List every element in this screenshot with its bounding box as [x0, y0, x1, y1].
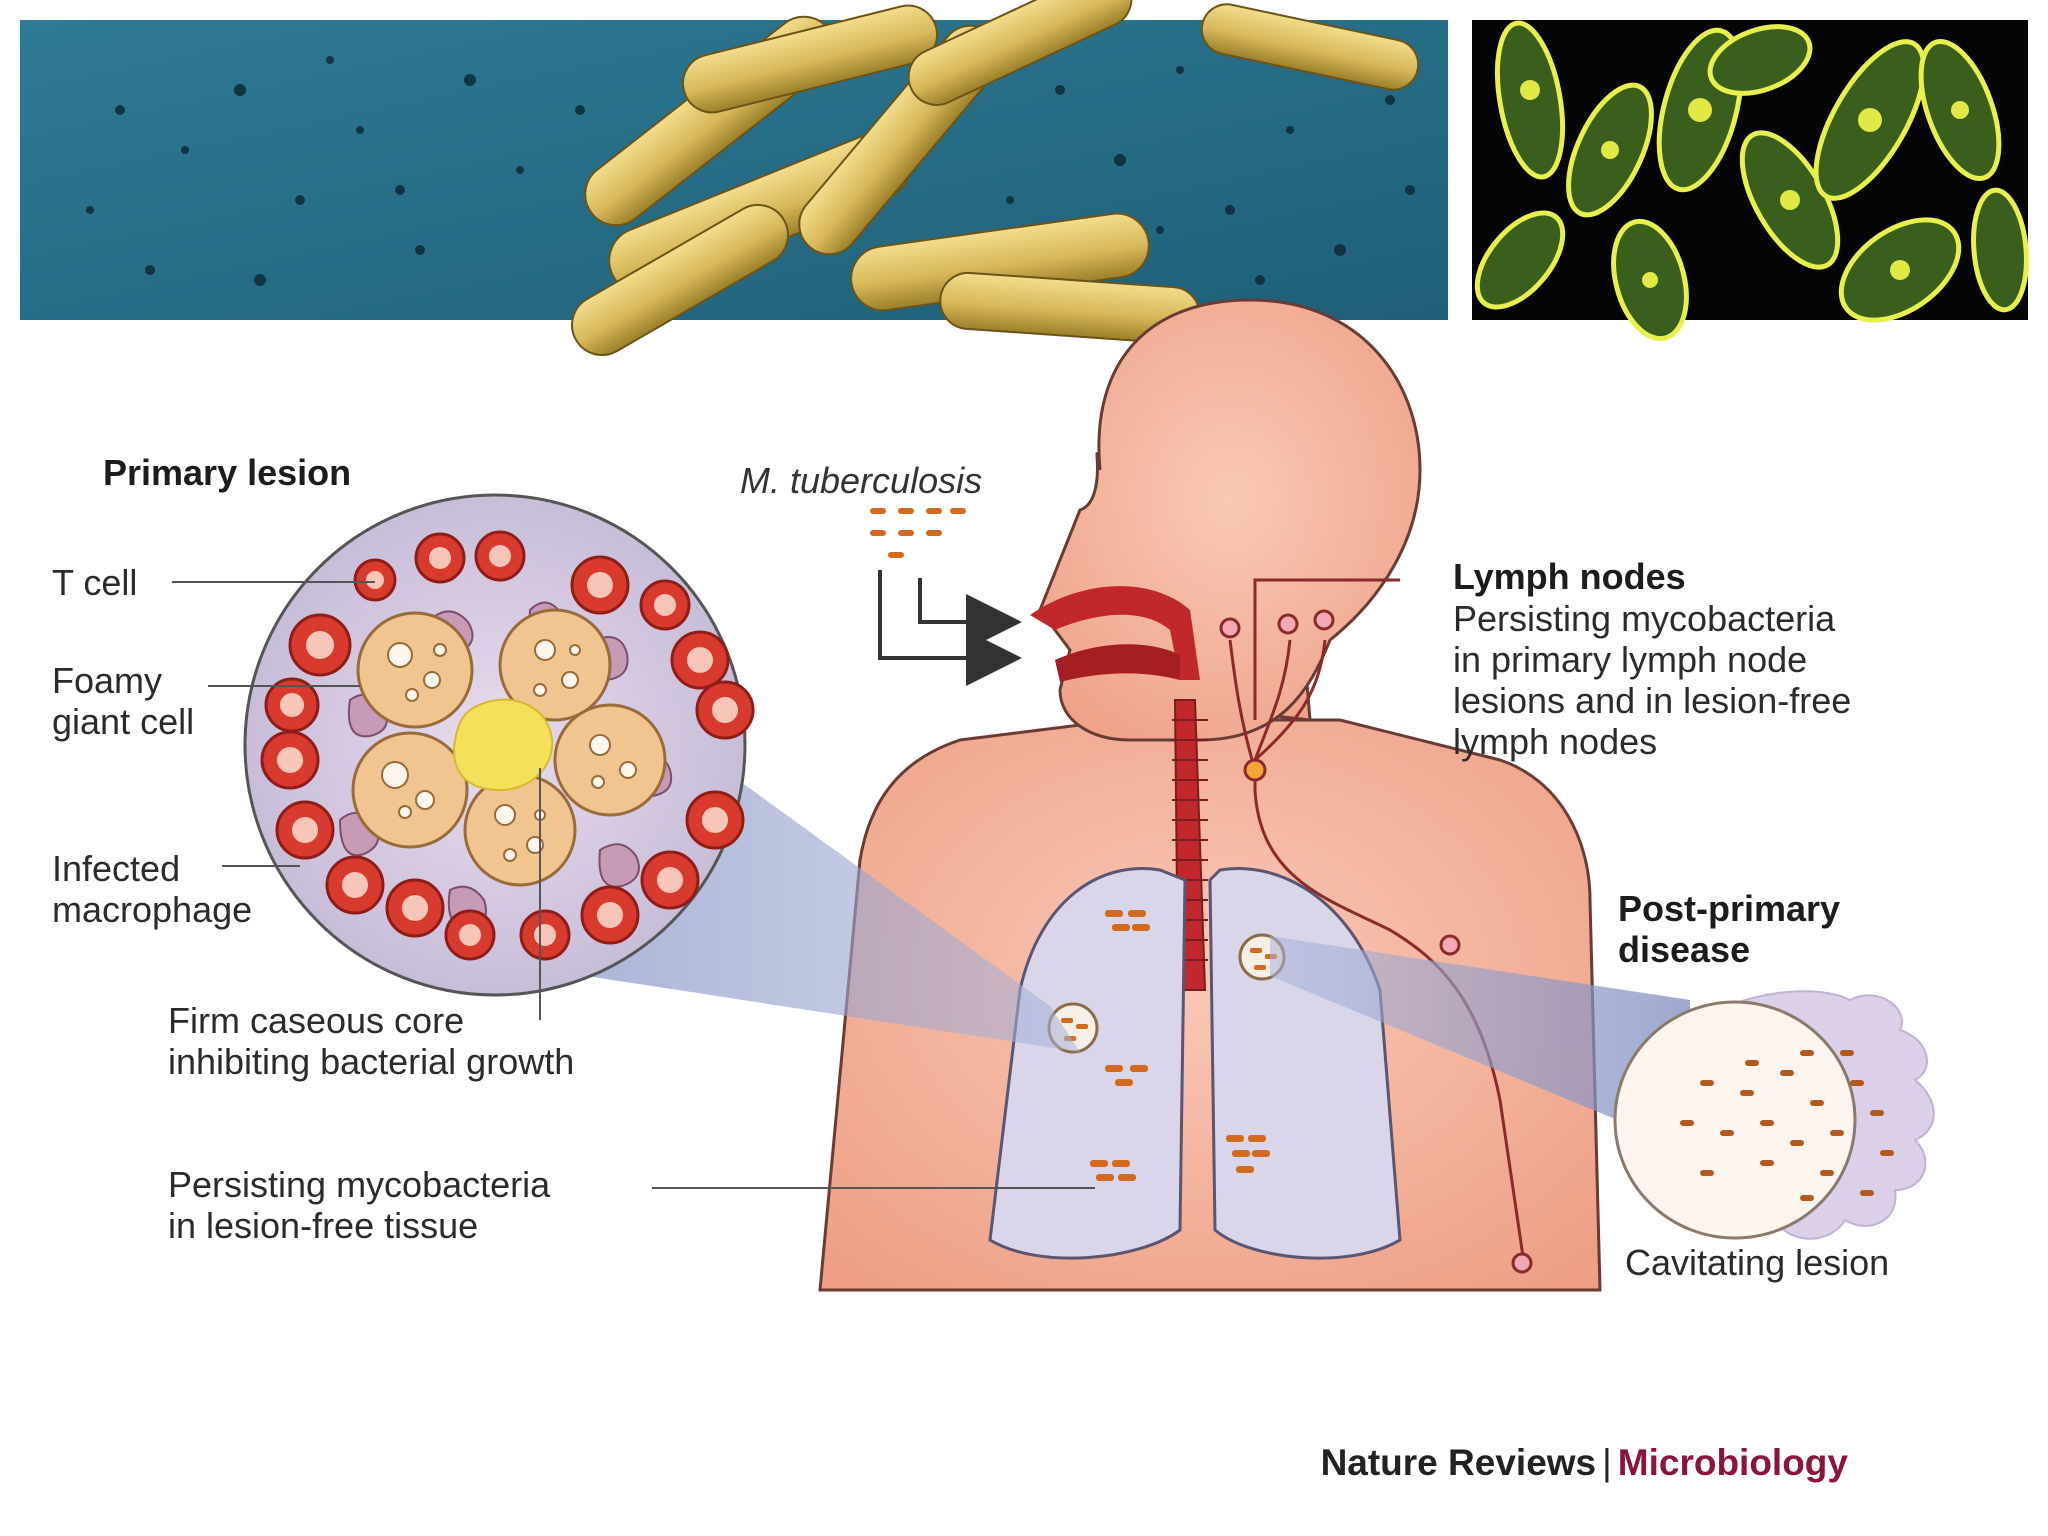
- lymph-nodes-desc-line3: lesions and in lesion-free: [1453, 680, 1852, 721]
- cavitating-lesion-zoom-cone: [1270, 936, 1690, 1150]
- caseous-core-label-line1: Firm caseous core: [168, 1000, 465, 1041]
- inhalation-arrows: [878, 570, 1022, 686]
- persisting-tissue-label-line2: in lesion-free tissue: [168, 1205, 479, 1246]
- cavitating-lesion-illustration: [1613, 990, 1935, 1240]
- sem-micrograph-image: [20, 0, 1448, 356]
- leader-lines: [172, 581, 1095, 1189]
- human-body-illustration: [818, 298, 1602, 1292]
- journal-name: Nature Reviews: [1320, 1442, 1597, 1483]
- credit-separator: |: [1602, 1442, 1612, 1483]
- infected-macrophage-label-line2: macrophage: [52, 889, 253, 930]
- foamy-giant-cell-label-line2: giant cell: [52, 701, 195, 742]
- primary-lesion-granuloma: [243, 493, 755, 997]
- lymph-nodes-desc-line1: Persisting mycobacteria: [1453, 598, 1836, 639]
- journal-section: Microbiology: [1617, 1442, 1848, 1483]
- source-credit: Nature Reviews|Microbiology: [1300, 1400, 1848, 1484]
- caseous-core-label-line2: inhibiting bacterial growth: [168, 1041, 575, 1082]
- cavitating-lesion-label: Cavitating lesion: [1625, 1242, 1890, 1283]
- t-cell-label: T cell: [52, 562, 138, 603]
- post-primary-heading-line2: disease: [1618, 929, 1751, 970]
- infected-macrophage-label-line1: Infected: [52, 848, 181, 889]
- persisting-tissue-label-line1: Persisting mycobacteria: [168, 1164, 551, 1205]
- post-primary-heading-line1: Post-primary: [1618, 888, 1841, 929]
- lymph-nodes-heading: Lymph nodes: [1453, 556, 1686, 597]
- tem-micrograph-image: [1472, 20, 2029, 342]
- foamy-giant-cell-label-line1: Foamy: [52, 660, 163, 701]
- organism-label: M. tuberculosis: [740, 460, 983, 501]
- lymph-nodes-desc-line4: lymph nodes: [1453, 721, 1658, 762]
- primary-lesion-heading: Primary lesion: [103, 452, 352, 493]
- lymph-nodes-desc-line2: in primary lymph node: [1453, 639, 1808, 680]
